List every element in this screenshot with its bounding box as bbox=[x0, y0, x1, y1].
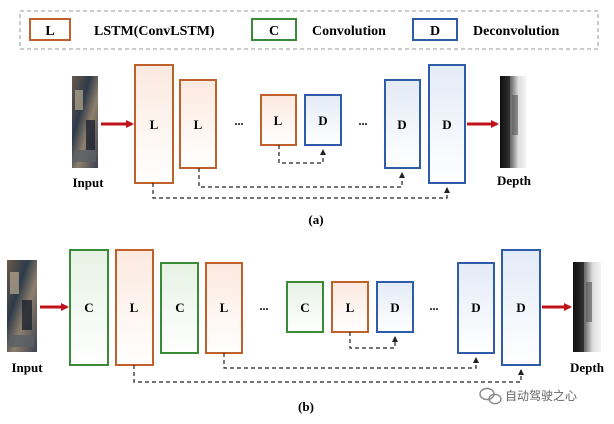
ellipsis-b-1: ... bbox=[260, 299, 269, 313]
diagram-a: Input L L ... L D ... D D Depth bbox=[72, 64, 532, 227]
legend-text-conv: Convolution bbox=[312, 24, 386, 39]
legend-item-lstm: L LSTM(ConvLSTM) bbox=[29, 18, 215, 41]
legend-key-deconv: D bbox=[430, 24, 440, 39]
skip-b-outer bbox=[133, 365, 524, 383]
block-b-deconv-3 bbox=[501, 249, 541, 366]
skip-b-middle bbox=[223, 353, 479, 369]
block-b-lstm-1-label: L bbox=[130, 300, 139, 315]
block-b-deconv-1-label: D bbox=[390, 300, 399, 315]
caption-a: (a) bbox=[308, 212, 323, 227]
legend-swatch-conv bbox=[251, 18, 297, 41]
skip-b-inner bbox=[349, 332, 398, 349]
legend-frame bbox=[19, 10, 599, 50]
input-label-b: Input bbox=[11, 360, 43, 375]
block-b-lstm-3-label: L bbox=[346, 300, 355, 315]
depth-image-a bbox=[500, 76, 526, 168]
block-a-deconv-3 bbox=[428, 64, 466, 184]
input-image-a bbox=[72, 76, 98, 168]
legend-key-conv: C bbox=[269, 24, 279, 39]
caption-b: (b) bbox=[298, 399, 314, 414]
input-image-b bbox=[7, 260, 37, 352]
skip-a-inner bbox=[278, 145, 326, 164]
watermark: 自动驾驶之心 bbox=[479, 387, 577, 405]
block-b-conv-3 bbox=[286, 281, 324, 333]
ellipsis-a-2: ... bbox=[359, 114, 368, 128]
block-a-deconv-2 bbox=[384, 79, 421, 169]
block-b-deconv-2 bbox=[457, 262, 495, 354]
wechat-icon bbox=[479, 387, 502, 405]
legend-text-lstm: LSTM(ConvLSTM) bbox=[94, 24, 215, 39]
legend-text-deconv: Deconvolution bbox=[473, 24, 560, 39]
legend-item-conv: C Convolution bbox=[251, 18, 386, 41]
skip-a-outer bbox=[152, 183, 450, 199]
block-a-deconv-1-label: D bbox=[318, 113, 327, 128]
block-b-lstm-2 bbox=[205, 262, 243, 354]
block-b-deconv-3-label: D bbox=[516, 300, 525, 315]
block-a-lstm-1-label: L bbox=[150, 117, 159, 132]
legend-swatch-deconv bbox=[412, 18, 458, 41]
watermark-text: 自动驾驶之心 bbox=[505, 388, 577, 403]
block-b-deconv-2-label: D bbox=[471, 300, 480, 315]
block-b-lstm-2-label: L bbox=[220, 300, 229, 315]
block-b-conv-1-label: C bbox=[84, 300, 93, 315]
block-a-lstm-3-label: L bbox=[274, 113, 283, 128]
block-a-deconv-2-label: D bbox=[397, 117, 406, 132]
block-a-lstm-2 bbox=[179, 79, 217, 169]
block-b-conv-2 bbox=[160, 262, 199, 354]
legend-item-deconv: D Deconvolution bbox=[412, 18, 560, 41]
ellipsis-b-2: ... bbox=[430, 299, 439, 313]
skip-connections-a bbox=[152, 145, 450, 199]
block-b-conv-1 bbox=[69, 249, 109, 366]
block-a-lstm-3 bbox=[260, 94, 297, 146]
diagram-b: Input C L C L ... C L D ... D D bbox=[7, 249, 605, 414]
skip-a-middle bbox=[198, 168, 405, 188]
legend: L LSTM(ConvLSTM) C Convolution D Deconvo… bbox=[19, 10, 599, 50]
depth-image-b bbox=[573, 262, 601, 352]
ellipsis-a-1: ... bbox=[235, 114, 244, 128]
block-b-lstm-3 bbox=[331, 281, 369, 333]
output-label-a: Depth bbox=[497, 173, 532, 188]
block-a-deconv-1 bbox=[304, 94, 342, 146]
block-b-conv-2-label: C bbox=[175, 300, 184, 315]
legend-swatch-lstm bbox=[29, 18, 71, 41]
block-a-lstm-1 bbox=[134, 64, 174, 184]
output-label-b: Depth bbox=[570, 360, 605, 375]
legend-key-lstm: L bbox=[45, 24, 54, 39]
block-b-conv-3-label: C bbox=[300, 300, 309, 315]
block-b-lstm-1 bbox=[115, 249, 154, 366]
block-a-deconv-3-label: D bbox=[442, 117, 451, 132]
block-b-deconv-1 bbox=[376, 281, 414, 333]
input-label-a: Input bbox=[72, 175, 104, 190]
skip-connections-b bbox=[133, 332, 524, 383]
block-a-lstm-2-label: L bbox=[194, 117, 203, 132]
